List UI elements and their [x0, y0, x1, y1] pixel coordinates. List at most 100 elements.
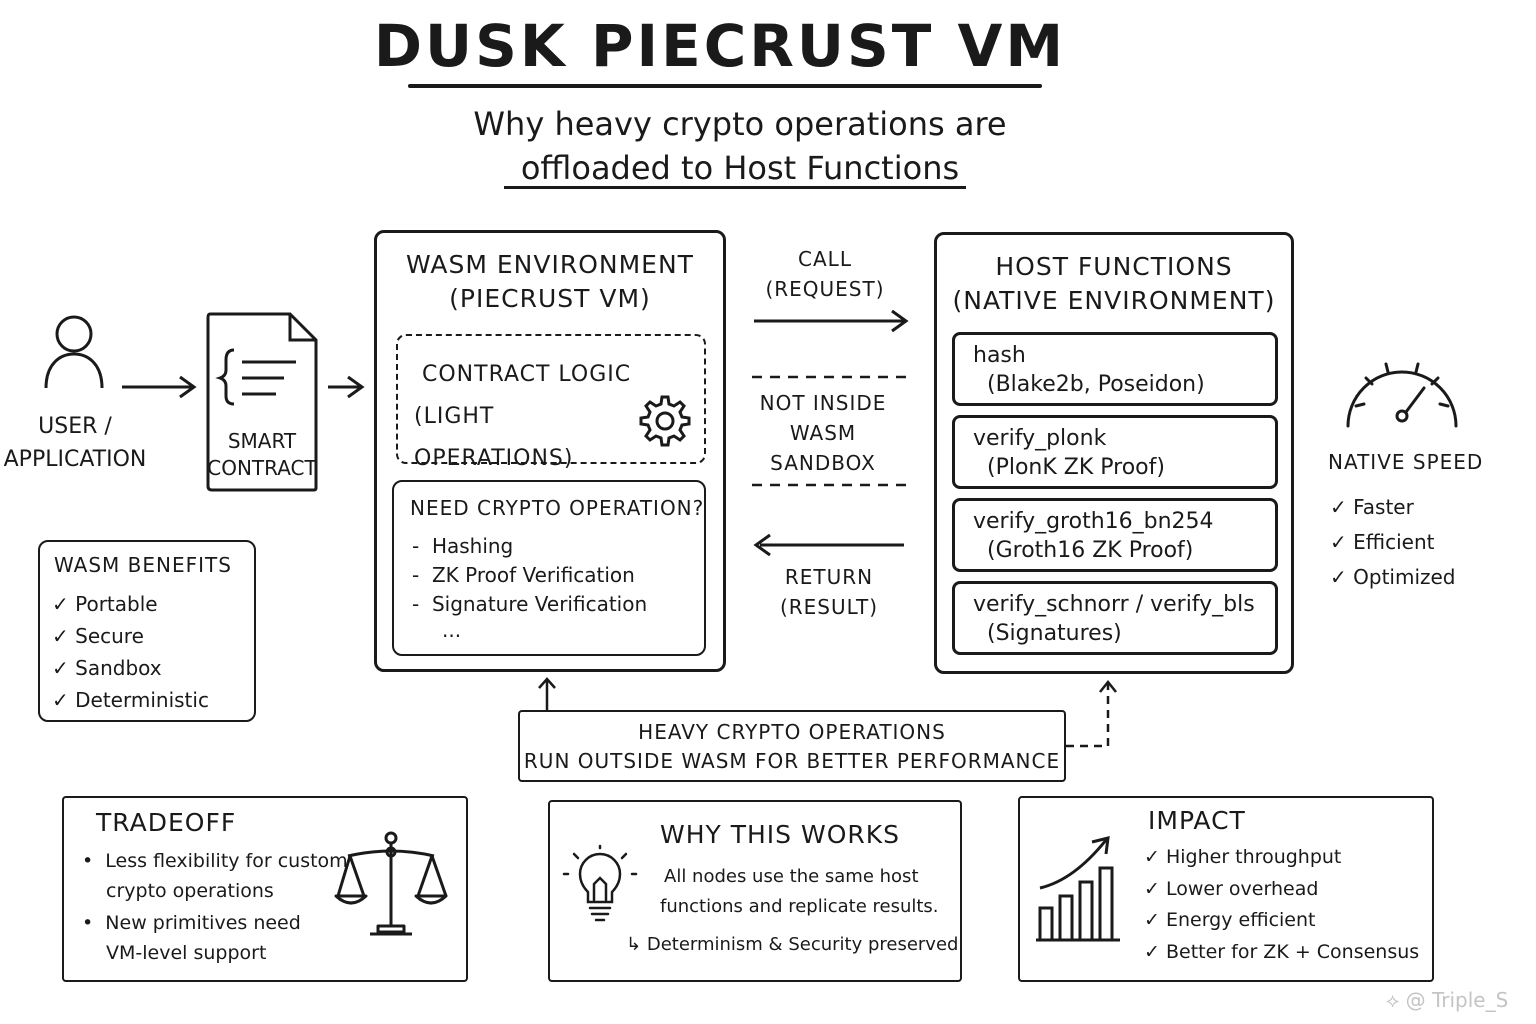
wasm-benefit-item: Secure: [52, 620, 209, 652]
watermark-logo-icon: ⟡: [1386, 988, 1400, 1012]
user-label-line-2: APPLICATION: [3, 447, 147, 472]
call-label: CALL (REQUEST): [750, 244, 900, 304]
lightbulb-icon: [562, 844, 638, 922]
speedometer-icon: [1346, 362, 1458, 428]
watermark-text: @ Triple_S: [1405, 988, 1509, 1012]
tradeoff-title: TRADEOFF: [96, 808, 237, 837]
heavy-note-text: HEAVY CRYPTO OPERATIONS RUN OUTSIDE WASM…: [518, 718, 1066, 776]
host-function-detail: (Signatures): [987, 621, 1122, 646]
why-box: [548, 800, 962, 982]
tradeoff-list: Less flexibility for custom crypto opera…: [82, 846, 352, 968]
heavy-note-box: [518, 710, 1066, 782]
need-crypto-title: NEED CRYPTO OPERATION?: [410, 496, 705, 520]
arrow-up-to-host: [1066, 679, 1117, 748]
native-speed-item: Optimized: [1330, 560, 1455, 595]
not-inside-line-2: WASM: [789, 421, 857, 445]
arrow-return: [753, 533, 904, 557]
impact-item: Energy efficient: [1144, 905, 1419, 937]
wasm-benefits-list: Portable Secure Sandbox Deterministic: [52, 588, 209, 716]
wasm-benefit-item: Portable: [52, 588, 209, 620]
why-result: ↳ Determinism & Security preserved: [626, 934, 958, 955]
wasm-benefits-title: WASM BENEFITS: [54, 553, 232, 577]
page-subtitle: Why heavy crypto operations are offloade…: [430, 102, 1050, 190]
sandbox-boundary-bottom: [752, 483, 908, 487]
host-function-name: verify_groth16_bn254: [973, 509, 1214, 534]
host-function-name: verify_plonk: [973, 426, 1107, 451]
contract-logic-line-2: (LIGHT OPERATIONS): [414, 404, 574, 471]
tradeoff-item-line-1: Less flexibility for custom: [105, 850, 348, 872]
return-line-2: (RESULT): [779, 595, 879, 619]
smart-contract-icon: [206, 312, 318, 492]
wasm-benefit-item: Deterministic: [52, 684, 209, 716]
call-line-2: (REQUEST): [765, 277, 885, 301]
host-function-detail: (Groth16 ZK Proof): [987, 538, 1194, 563]
arrow-user-to-contract: [122, 375, 197, 399]
curved-arrow-icon: ↳: [626, 934, 642, 955]
need-crypto-list: Hashing ZK Proof Verification Signature …: [412, 532, 647, 619]
host-title-line-2: (NATIVE ENVIRONMENT): [952, 286, 1276, 315]
host-function-item: verify_schnorr / verify_bls (Signatures): [952, 581, 1278, 655]
native-speed-item: Faster: [1330, 490, 1456, 525]
user-label-line-1: USER /: [38, 414, 112, 439]
subtitle-underline: [504, 186, 966, 189]
growth-chart-icon: [1036, 836, 1120, 942]
impact-title: IMPACT: [1148, 806, 1246, 835]
watermark: ⟡ @ Triple_S: [1386, 988, 1508, 1012]
smart-contract-label-line-1: SMART: [227, 429, 297, 453]
why-result-text: Determinism & Security preserved: [646, 934, 959, 955]
title-underline: [408, 84, 1042, 88]
tradeoff-item-line-1: New primitives need: [105, 912, 301, 934]
smart-contract-label-line-2: CONTRACT: [207, 456, 317, 480]
not-inside-line-1: NOT INSIDE: [759, 391, 887, 415]
host-function-name: hash: [973, 343, 1026, 368]
contract-logic-box: [396, 334, 706, 464]
native-speed-item: Efficient: [1330, 525, 1456, 560]
need-more: ...: [442, 618, 462, 642]
not-inside-label: NOT INSIDE WASM SANDBOX: [748, 388, 898, 478]
smart-contract-label: SMART CONTRACT: [204, 428, 320, 482]
balance-scale-icon: [334, 831, 448, 936]
native-speed-list: Faster Efficient Optimized: [1330, 490, 1456, 595]
user-icon: [44, 315, 104, 389]
host-function-name: verify_schnorr / verify_bls: [973, 592, 1255, 617]
impact-item: Better for ZK + Consensus: [1144, 937, 1419, 969]
tradeoff-item-line-2: VM-level support: [106, 942, 267, 964]
user-label: USER / APPLICATION: [0, 410, 150, 476]
host-function-item: verify_plonk (PlonK ZK Proof): [952, 415, 1278, 489]
impact-list: Higher throughput Lower overhead Energy …: [1144, 842, 1419, 968]
tradeoff-item: New primitives need VM-level support: [82, 908, 352, 968]
tradeoff-item: Less flexibility for custom crypto opera…: [82, 846, 352, 906]
impact-item: Higher throughput: [1144, 842, 1419, 874]
host-title-line-1: HOST FUNCTIONS: [995, 252, 1233, 281]
heavy-note-line-2: RUN OUTSIDE WASM FOR BETTER PERFORMANCE: [523, 749, 1061, 773]
contract-logic-line-1: CONTRACT LOGIC: [422, 362, 632, 387]
sandbox-boundary-top: [752, 375, 908, 379]
arrow-call: [754, 309, 909, 333]
host-functions-box: [934, 232, 1294, 674]
wasm-title-line-2: (PIECRUST VM): [449, 284, 651, 313]
host-function-detail: (PlonK ZK Proof): [987, 455, 1165, 480]
wasm-title-line-1: WASM ENVIRONMENT: [406, 250, 694, 279]
subtitle-line-1: Why heavy crypto operations are: [473, 105, 1007, 143]
return-line-1: RETURN: [784, 565, 874, 589]
heavy-note-line-1: HEAVY CRYPTO OPERATIONS: [638, 720, 946, 744]
contract-logic-text: CONTRACT LOGIC (LIGHT OPERATIONS): [414, 354, 654, 480]
why-line-1: All nodes use the same host: [664, 866, 919, 887]
call-line-1: CALL: [798, 247, 852, 271]
impact-item: Lower overhead: [1144, 874, 1419, 906]
need-item: ZK Proof Verification: [412, 561, 647, 590]
wasm-environment-title: WASM ENVIRONMENT (PIECRUST VM): [374, 248, 726, 316]
arrow-contract-to-wasm: [328, 375, 365, 399]
subtitle-line-2: offloaded to Host Functions: [520, 149, 960, 187]
arrow-up-to-wasm: [538, 677, 556, 710]
not-inside-line-3: SANDBOX: [770, 451, 876, 475]
gear-icon: [639, 395, 691, 447]
need-item: Signature Verification: [412, 590, 647, 619]
need-item: Hashing: [412, 532, 647, 561]
tradeoff-item-line-2: crypto operations: [106, 880, 274, 902]
why-text: All nodes use the same host functions an…: [660, 862, 939, 922]
why-line-2: functions and replicate results.: [660, 896, 939, 917]
page-title: DUSK PIECRUST VM: [373, 12, 1067, 80]
native-speed-title: NATIVE SPEED: [1328, 450, 1484, 474]
host-function-item: verify_groth16_bn254 (Groth16 ZK Proof): [952, 498, 1278, 572]
